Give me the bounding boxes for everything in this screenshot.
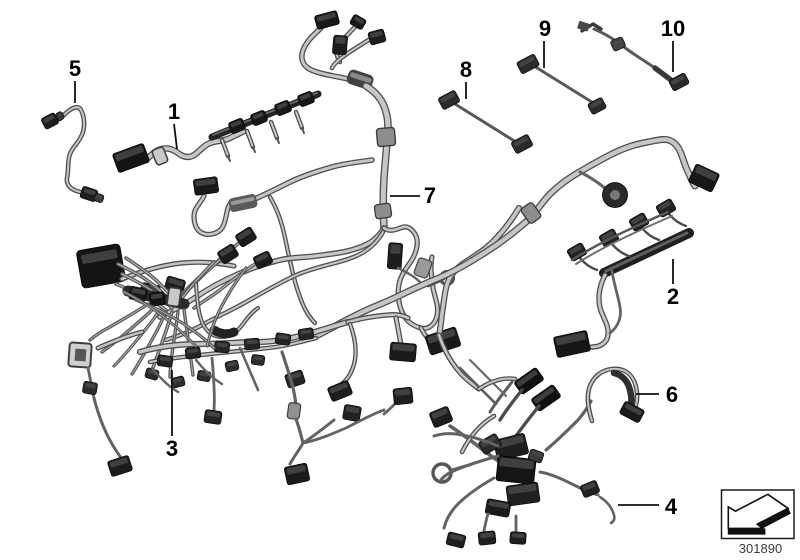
- svg-text:4: 4: [665, 494, 678, 519]
- svg-text:9: 9: [539, 16, 551, 41]
- svg-text:301890: 301890: [739, 541, 782, 556]
- svg-text:3: 3: [166, 436, 178, 461]
- svg-text:7: 7: [424, 183, 436, 208]
- svg-text:6: 6: [666, 382, 678, 407]
- svg-text:2: 2: [667, 284, 679, 309]
- svg-text:1: 1: [168, 99, 180, 124]
- svg-text:10: 10: [661, 16, 685, 41]
- svg-text:5: 5: [69, 56, 81, 81]
- svg-text:8: 8: [460, 57, 472, 82]
